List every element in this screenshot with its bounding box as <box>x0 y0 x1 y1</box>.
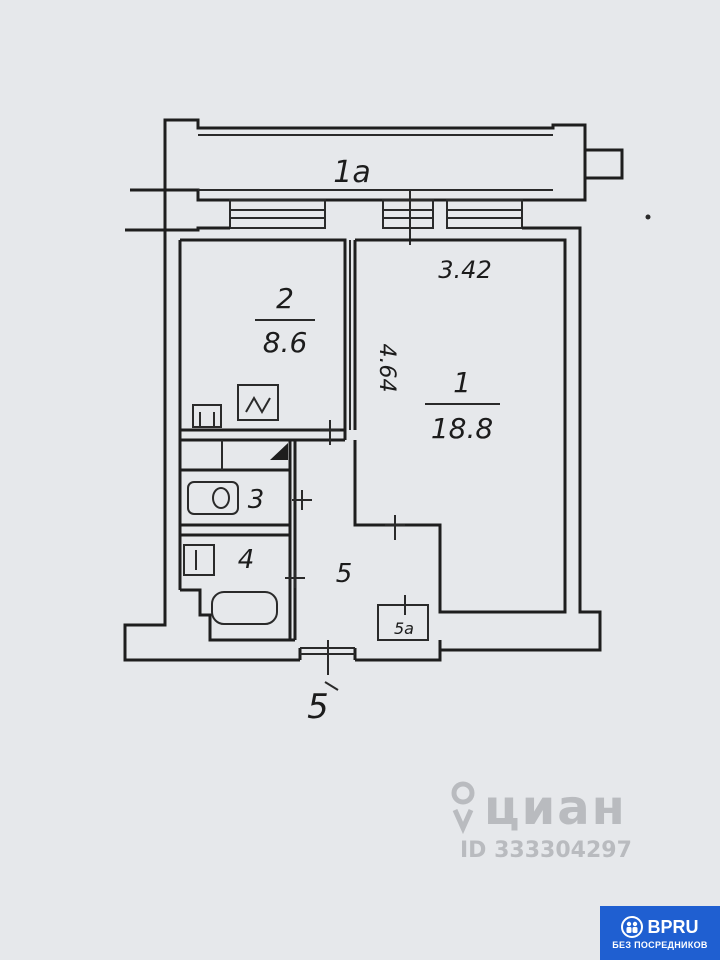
hall5-number: 5 <box>336 559 353 589</box>
toilet <box>187 481 239 515</box>
width-dimension: 3.42 <box>438 256 491 284</box>
bath3-number: 3 <box>248 485 265 515</box>
door-marks <box>285 420 406 675</box>
entrance-arrow <box>324 681 339 691</box>
room2-number: 2 <box>276 282 294 315</box>
fixtures <box>183 384 279 625</box>
sink-small <box>183 544 215 576</box>
badge-title: BPRU <box>647 916 699 937</box>
sink <box>192 404 222 428</box>
room1-area: 18.8 <box>431 412 493 445</box>
ink-dot <box>645 214 651 220</box>
watermark: циан ID 333304297 <box>450 780 632 863</box>
location-pin-icon <box>451 781 475 835</box>
brand-badge[interactable]: BPRU БЕЗ ПОСРЕДНИКОВ <box>600 906 720 960</box>
people-icon <box>621 916 644 938</box>
badge-subtitle: БЕЗ ПОСРЕДНИКОВ <box>612 940 708 950</box>
balcony-label: 1а <box>333 155 370 190</box>
outer-walls <box>123 125 602 662</box>
watermark-id: ID 333304297 <box>460 838 632 863</box>
bath4-number: 4 <box>238 545 255 575</box>
balcony <box>130 118 624 230</box>
entrance-label: 5 <box>307 687 329 727</box>
partitions <box>180 240 429 642</box>
closet5a-label: 5а <box>394 619 414 638</box>
boiler <box>237 384 279 421</box>
room1-number: 1 <box>453 366 471 399</box>
room2-area: 8.6 <box>263 326 308 359</box>
windows <box>229 190 523 245</box>
bathtub <box>211 591 278 625</box>
length-dimension: 4.64 <box>374 344 399 393</box>
watermark-brand: циан <box>484 780 627 836</box>
